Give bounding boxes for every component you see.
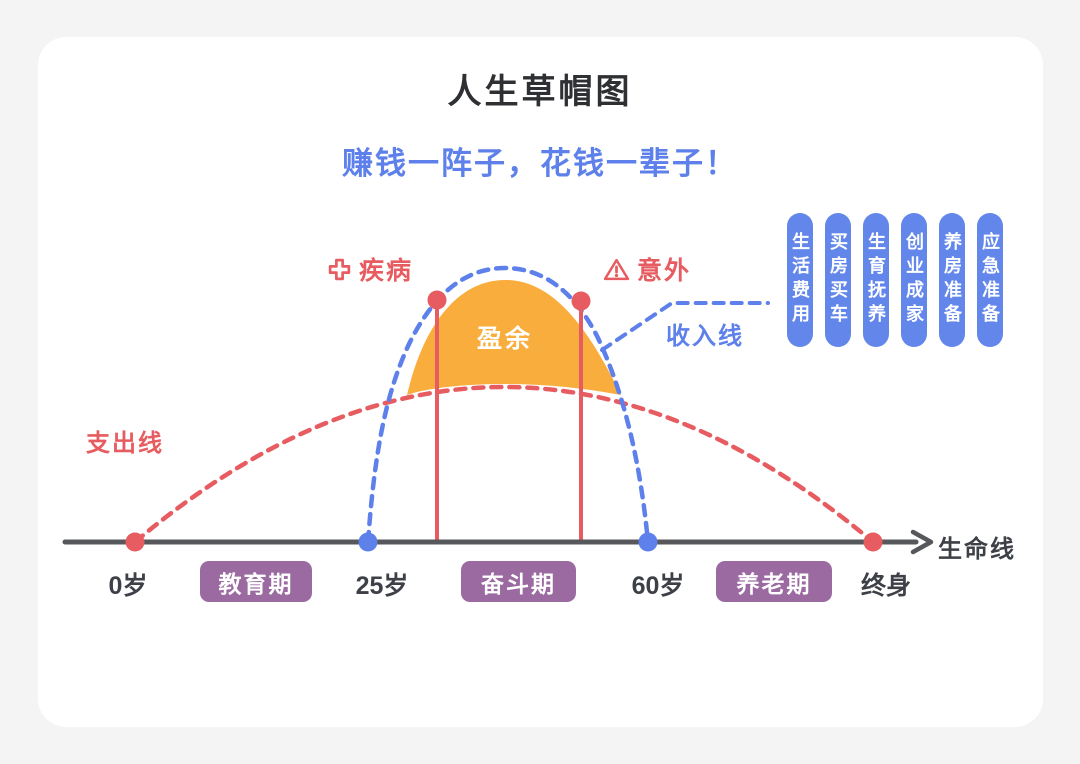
- life-axis-arrow-icon: [910, 529, 934, 555]
- expense-categories: 生活费用 买房买车 生育抚养 创业成家 养房准备 应急准备: [787, 213, 1003, 347]
- age-dot-lifelong: [863, 532, 883, 552]
- age-dot-25: [358, 532, 378, 552]
- page-subtitle: 赚钱一阵子，花钱一辈子！: [342, 146, 738, 181]
- surplus-label: 盈余: [476, 325, 534, 353]
- income-curve: [365, 265, 651, 545]
- expense-category-pill-house-car: 买房买车: [825, 213, 851, 347]
- age-label-60: 60岁: [631, 572, 685, 600]
- expense-category-pill-business-family: 创业成家: [901, 213, 927, 347]
- accident-annotation: 意外: [603, 251, 691, 287]
- expense-curve: [132, 384, 876, 545]
- medical-cross-icon: [327, 257, 352, 282]
- illness-label: 疾病: [359, 257, 414, 285]
- expense-line-label: 支出线: [86, 430, 164, 457]
- period-pill-retirement: 养老期: [716, 561, 832, 602]
- expense-category-pill-children: 生育抚养: [863, 213, 889, 347]
- surplus-area: [407, 280, 621, 395]
- age-label-lifelong: 终身: [860, 572, 912, 600]
- age-label-25: 25岁: [355, 572, 409, 600]
- income-line-label: 收入线: [666, 323, 744, 350]
- warning-triangle-icon: [603, 257, 630, 282]
- age-dot-0: [125, 532, 145, 552]
- age-dot-60: [638, 532, 658, 552]
- page-title: 人生草帽图: [447, 73, 633, 111]
- expense-category-pill-living: 生活费用: [787, 213, 813, 347]
- accident-pin-dot: [571, 291, 591, 311]
- illness-annotation: 疾病: [327, 251, 413, 287]
- accident-label: 意外: [637, 257, 692, 285]
- income-callout-line: [600, 301, 770, 352]
- period-pill-striving: 奋斗期: [461, 561, 576, 602]
- life-line-label: 生命线: [938, 536, 1016, 563]
- age-label-0: 0岁: [108, 572, 148, 600]
- period-pill-education: 教育期: [200, 561, 312, 602]
- expense-category-pill-house-upkeep: 养房准备: [939, 213, 965, 347]
- illness-pin-dot: [427, 290, 447, 310]
- expense-category-pill-emergency: 应急准备: [977, 213, 1003, 347]
